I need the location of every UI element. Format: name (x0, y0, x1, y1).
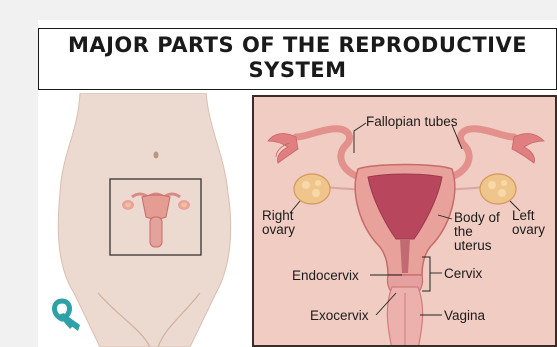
fimbriae-right (512, 134, 544, 163)
right-ovary (294, 174, 330, 204)
label-left-ovary: Left ovary (512, 209, 554, 237)
label-right-ovary: Right ovary (262, 209, 310, 237)
label-cervix: Cervix (444, 267, 482, 281)
fimbriae-left (268, 134, 298, 163)
label-endocervix: Endocervix (292, 269, 359, 283)
leader-fallopian-left (354, 123, 366, 153)
fallopian-tube-right (444, 129, 514, 179)
label-exocervix: Exocervix (310, 309, 369, 323)
left-ovary (480, 174, 516, 204)
torso-silhouette (58, 93, 230, 347)
page-title: MAJOR PARTS OF THE REPRODUCTIVE SYSTEM (39, 33, 556, 83)
label-body-of-uterus: Body of the uterus (454, 211, 510, 253)
body-overview-illustration (40, 93, 244, 347)
teal-ribbon-icon (55, 301, 81, 331)
label-vagina: Vagina (444, 309, 485, 323)
title-box: MAJOR PARTS OF THE REPRODUCTIVE SYSTEM (38, 28, 557, 90)
label-fallopian-tubes: Fallopian tubes (366, 115, 458, 129)
fallopian-tube-left (296, 129, 366, 179)
uterus-detail-diagram: Fallopian tubes Right ovary Left ovary B… (252, 95, 557, 347)
navel (154, 152, 159, 159)
